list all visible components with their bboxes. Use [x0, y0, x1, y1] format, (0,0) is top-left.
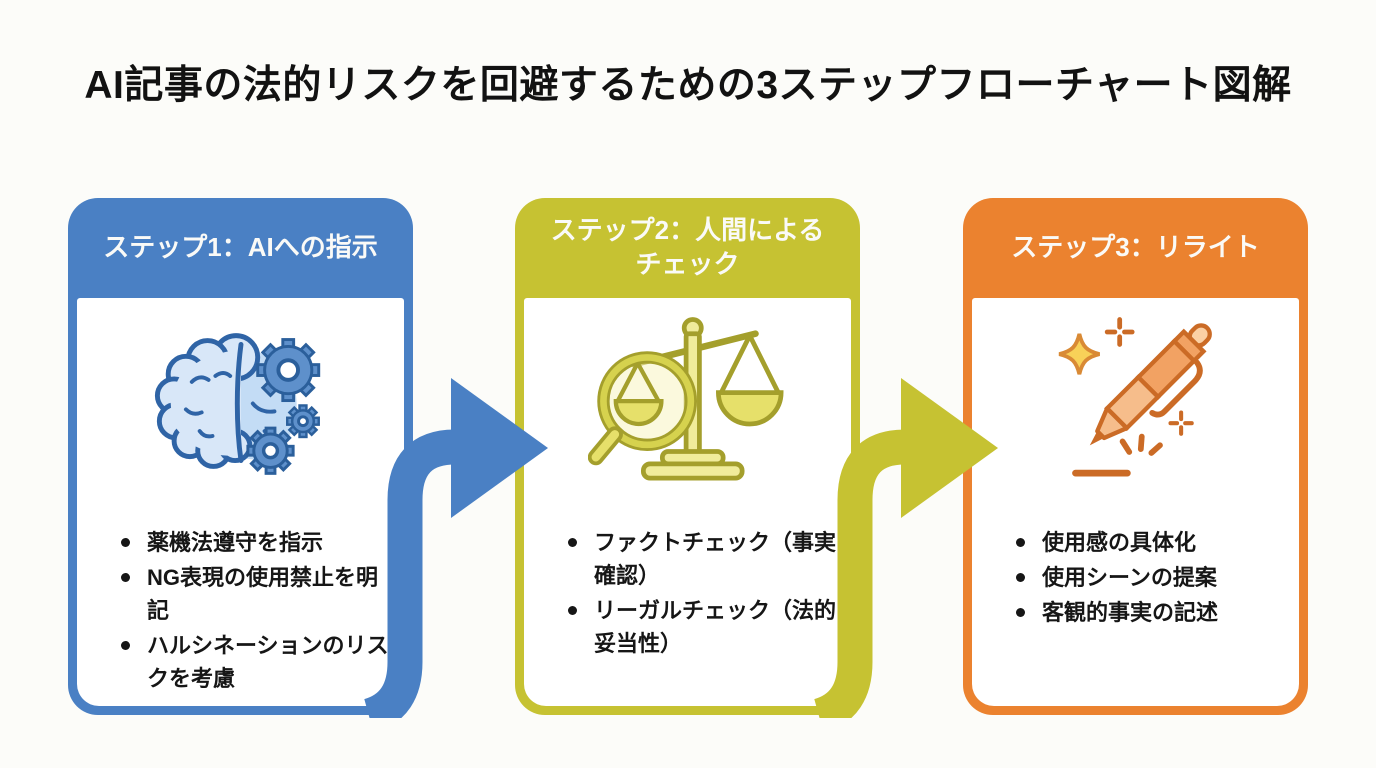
brain-gears-icon	[77, 298, 404, 510]
list-item: ファクトチェック（事実確認）	[558, 526, 843, 592]
step2-title: ステップ2：人間によるチェック	[550, 215, 825, 279]
step2-card: ステップ2：人間によるチェック	[515, 198, 860, 715]
page-title: AI記事の法的リスクを回避するための3ステップフローチャート図解	[84, 64, 1292, 107]
step3-bullet-list: 使用感の具体化 使用シーンの提案 客観的事実の記述	[972, 526, 1299, 631]
step1-title: ステップ1：AIへの指示	[103, 232, 378, 263]
step1-bullet-list: 薬機法遵守を指示 NG表現の使用禁止を明記 ハルシネーションのリスクを考慮	[77, 526, 404, 697]
list-item: 使用感の具体化	[1006, 526, 1291, 559]
step1-body: 薬機法遵守を指示 NG表現の使用禁止を明記 ハルシネーションのリスクを考慮	[77, 298, 404, 706]
step3-body: 使用感の具体化 使用シーンの提案 客観的事実の記述	[972, 298, 1299, 706]
step2-body: ファクトチェック（事実確認） リーガルチェック（法的妥当性）	[524, 298, 851, 706]
list-item: 薬機法遵守を指示	[111, 526, 396, 559]
list-item: 使用シーンの提案	[1006, 561, 1291, 594]
list-item: ハルシネーションのリスクを考慮	[111, 629, 396, 695]
list-item: リーガルチェック（法的妥当性）	[558, 594, 843, 660]
arrow-step1-step2	[363, 378, 548, 718]
step3-title: ステップ3：リライト	[1011, 232, 1260, 263]
list-item: 客観的事実の記述	[1006, 596, 1291, 629]
step1-card: ステップ1：AIへの指示	[68, 198, 413, 715]
pen-sparkles-icon	[972, 298, 1299, 510]
arrow-step2-step3	[813, 378, 998, 718]
step2-bullet-list: ファクトチェック（事実確認） リーガルチェック（法的妥当性）	[524, 526, 851, 662]
step3-card: ステップ3：リライト	[963, 198, 1308, 715]
magnifier-scales-icon	[524, 298, 851, 510]
list-item: NG表現の使用禁止を明記	[111, 561, 396, 627]
